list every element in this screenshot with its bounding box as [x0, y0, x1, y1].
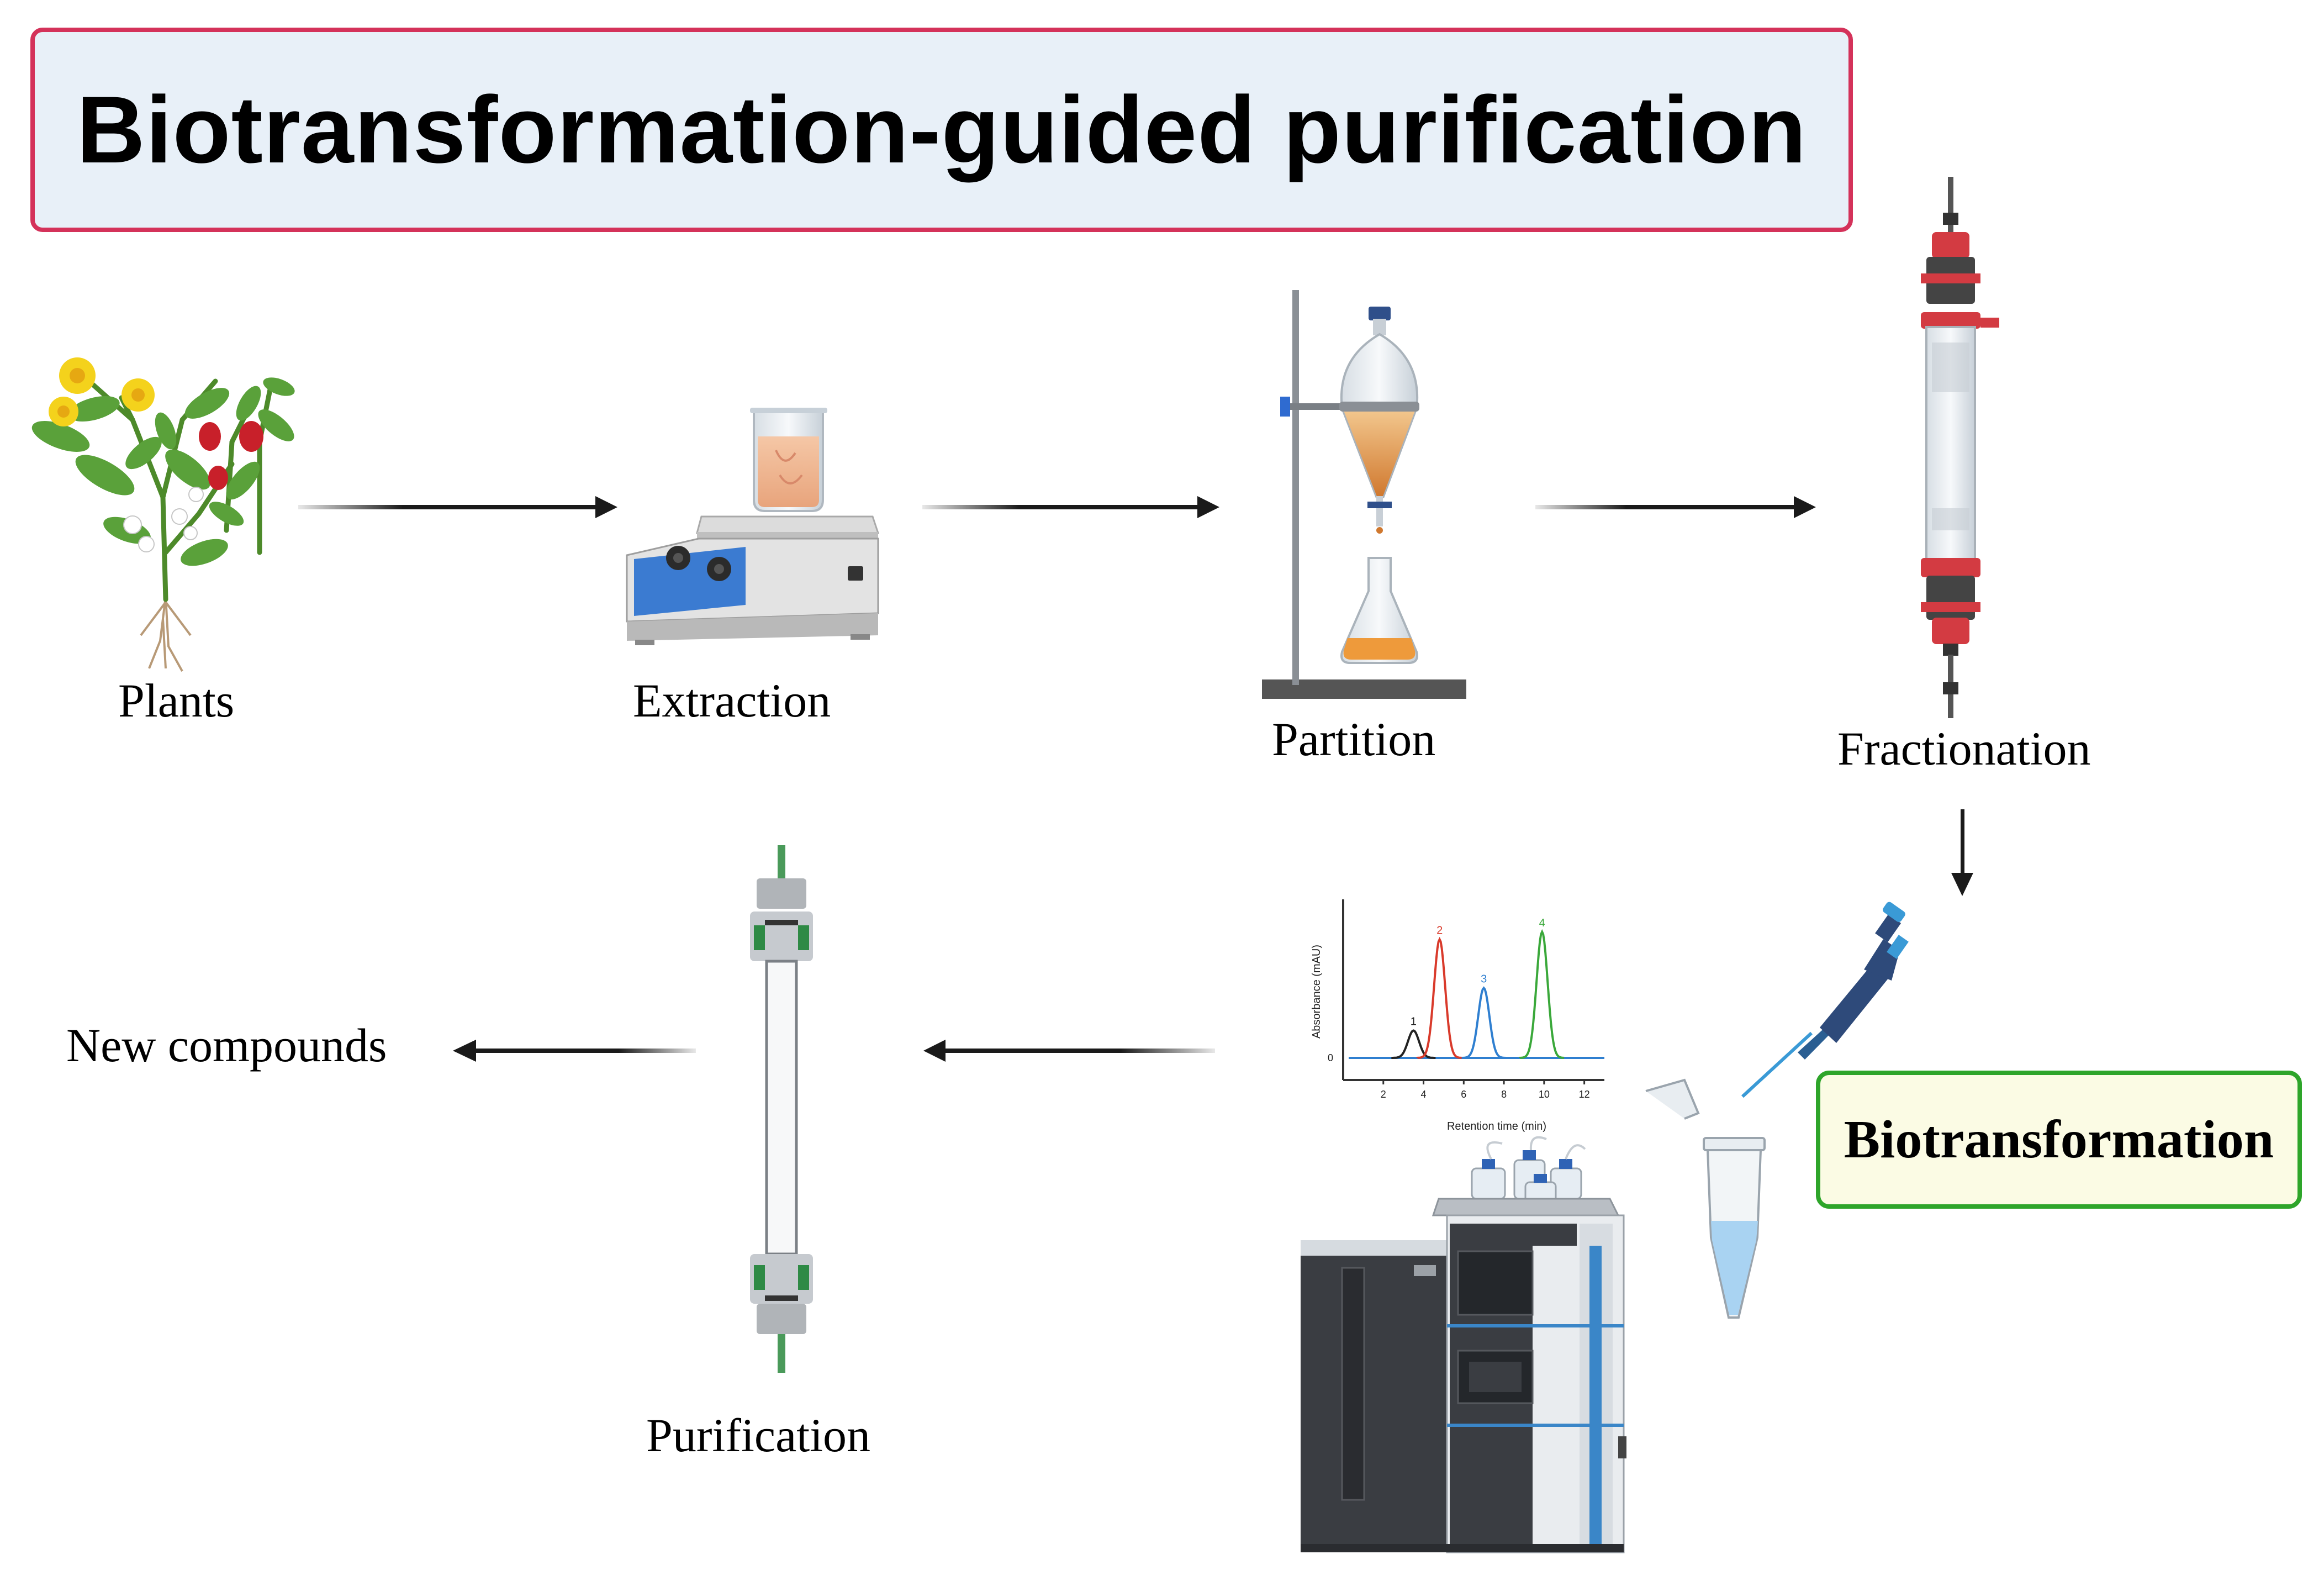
biotransformation-box: Biotransformation [1816, 1071, 2302, 1209]
x-tick-label: 12 [1579, 1089, 1590, 1100]
step-label-extraction: Extraction [633, 674, 831, 727]
chromatogram-xlabel: Retention time (min) [1447, 1120, 1546, 1132]
chromatogram-ylabel: Absorbance (mAU) [1311, 945, 1323, 1039]
y-tick-label: 0 [1328, 1052, 1333, 1063]
step-label-fractionation: Fractionation [1837, 722, 2091, 775]
arrow-fractionation-to-biotransformation [1951, 809, 1973, 896]
arrow-hplc-to-purification [923, 1040, 1215, 1062]
x-tick-label: 8 [1501, 1089, 1507, 1100]
step-label-partition: Partition [1272, 713, 1436, 766]
chromatogram-peak [1461, 986, 1506, 1059]
plant-icon [31, 357, 295, 672]
arrow-partition-to-fractionation [1535, 496, 1816, 518]
arrow-extraction-to-partition [922, 496, 1219, 518]
prep-column-icon [750, 845, 813, 1373]
peak-label: 4 [1539, 917, 1545, 929]
biotransformation-label: Biotransformation [1844, 1110, 2274, 1169]
hotplate-stirrer-icon [626, 408, 880, 645]
x-tick-label: 10 [1539, 1089, 1550, 1100]
arrow-purification-to-new-compounds [453, 1040, 696, 1062]
hplc-instrument-icon [1301, 1136, 1626, 1553]
step-label-new-compounds: New compounds [66, 1019, 387, 1072]
chromatogram-peak [1416, 936, 1462, 1059]
separatory-funnel-icon [1262, 290, 1466, 699]
step-label-purification: Purification [646, 1409, 871, 1462]
peak-label: 3 [1481, 973, 1487, 986]
x-tick-label: 4 [1421, 1089, 1427, 1100]
chromatography-column-icon [1921, 177, 1999, 718]
title-banner: Biotransformation-guided purification [30, 28, 1853, 232]
chromatogram-peak [1519, 929, 1565, 1059]
microtube-icon [1645, 1078, 1766, 1319]
arrow-plants-to-extraction [298, 496, 617, 518]
peak-label: 2 [1436, 925, 1443, 937]
x-tick-label: 2 [1381, 1089, 1386, 1100]
x-tick-label: 6 [1461, 1089, 1466, 1100]
chromatogram-peak [1391, 1029, 1436, 1059]
peak-label: 1 [1411, 1016, 1417, 1028]
page-title: Biotransformation-guided purification [76, 77, 1807, 183]
step-label-plants: Plants [118, 674, 235, 727]
pipette-icon [1741, 902, 1909, 1098]
